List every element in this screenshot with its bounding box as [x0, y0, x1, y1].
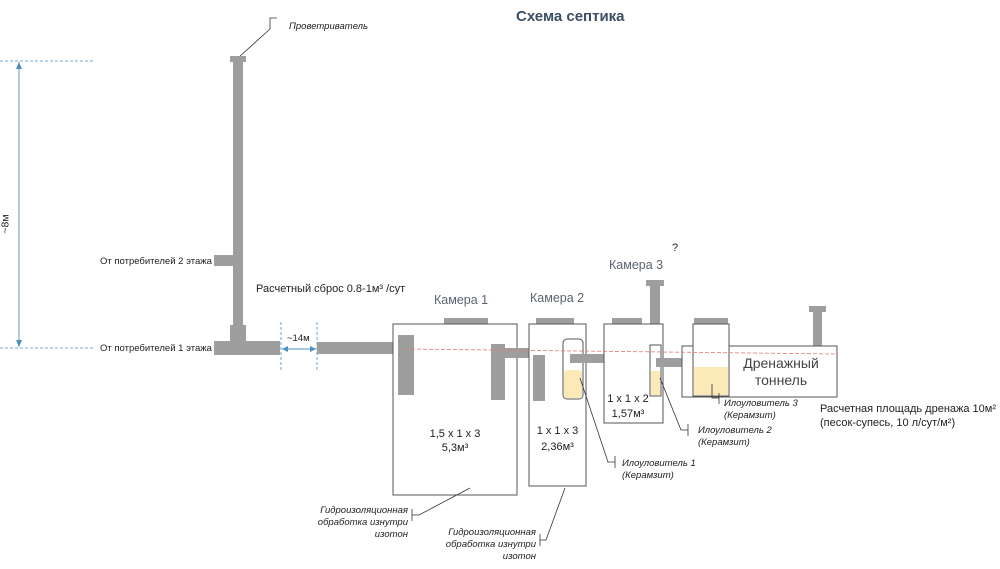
silt-trap-2-line1: Илоуловитель 2	[698, 425, 772, 436]
waterproofing-2-line1: Гидроизоляционная	[448, 527, 536, 538]
ventilator-leader	[238, 17, 277, 58]
silt-trap-3-line2: (Керамзит)	[724, 410, 776, 421]
waterproofing-2-line2: обработка изнутри	[445, 539, 536, 550]
chamber-1-volume: 5,3м³	[441, 442, 469, 454]
diagram-title: Схема септика	[516, 8, 625, 25]
height-label-wrap: ~8м	[0, 212, 16, 236]
waterproofing-1-line1: Гидроизоляционная	[320, 505, 408, 516]
silt-trap-1-label: Илоуловитель 1 (Керамзит)	[622, 458, 696, 482]
flow-label: Расчетный сброс 0.8-1м³ /сут	[256, 283, 406, 295]
chamber-2	[528, 318, 612, 487]
distance-label: ~14м	[287, 333, 310, 344]
drain-tunnel	[681, 306, 838, 398]
chamber-1-name: Камера 1	[434, 293, 489, 307]
chamber-3-name: Камера 3	[609, 258, 664, 272]
drain-area-line1: Расчетная площадь дренажа 10м²	[820, 403, 997, 415]
drain-tunnel-line1: Дренажный	[743, 355, 819, 371]
chamber-2-volume: 2,36м³	[541, 441, 574, 453]
silt-trap-2-line2: (Керамзит)	[698, 437, 750, 448]
drain-tunnel-label: Дренажный тоннель	[729, 355, 833, 389]
waterproofing-2-label: Гидроизоляционная обработка изнутри изот…	[426, 527, 536, 563]
waterproofing-1-label: Гидроизоляционная обработка изнутри изот…	[298, 505, 408, 541]
height-label: ~8м	[0, 214, 12, 234]
height-dimension	[0, 60, 95, 349]
chamber-3	[603, 280, 690, 424]
chamber-1-size: 1,5 х 1 х 3	[429, 428, 481, 440]
drain-tunnel-line2: тоннель	[754, 372, 808, 388]
drain-area-line2: (песок-супесь, 10 л/сут/м²)	[820, 417, 956, 429]
floor1-label: От потребителей 1 этажа	[100, 343, 212, 354]
riser-pipe	[214, 56, 280, 355]
chamber-3-size: 1 х 1 х 2	[607, 393, 649, 405]
chamber-1	[392, 318, 518, 496]
silt-trap-3-line1: Илоуловитель 3	[724, 398, 798, 409]
chamber-3-volume: 1,57м³	[611, 408, 645, 420]
leader-lines	[411, 377, 720, 546]
waterproofing-1-line2: обработка изнутри	[317, 517, 408, 528]
silt-trap-3-label: Илоуловитель 3 (Керамзит)	[724, 398, 798, 422]
waterproofing-2-line3: изотон	[502, 551, 536, 562]
pipe-1-2	[505, 348, 545, 358]
chamber-2-name: Камера 2	[530, 291, 585, 305]
silt-trap-1-line2: (Керамзит)	[622, 470, 674, 481]
inlet-pipe	[317, 342, 403, 354]
chamber-2-size: 1 х 1 х 3	[536, 425, 579, 437]
silt-trap-1-line1: Илоуловитель 1	[622, 458, 696, 469]
waterproofing-1-line3: изотон	[374, 529, 408, 540]
silt-trap-2-label: Илоуловитель 2 (Керамзит)	[698, 425, 772, 449]
ventilator-label: Проветриватель	[289, 21, 369, 32]
floor2-label: От потребителей 2 этажа	[100, 256, 212, 267]
drain-area-label: Расчетная площадь дренажа 10м² (песок-су…	[820, 402, 996, 430]
question-mark: ?	[672, 242, 679, 254]
distance-dimension	[280, 322, 318, 372]
